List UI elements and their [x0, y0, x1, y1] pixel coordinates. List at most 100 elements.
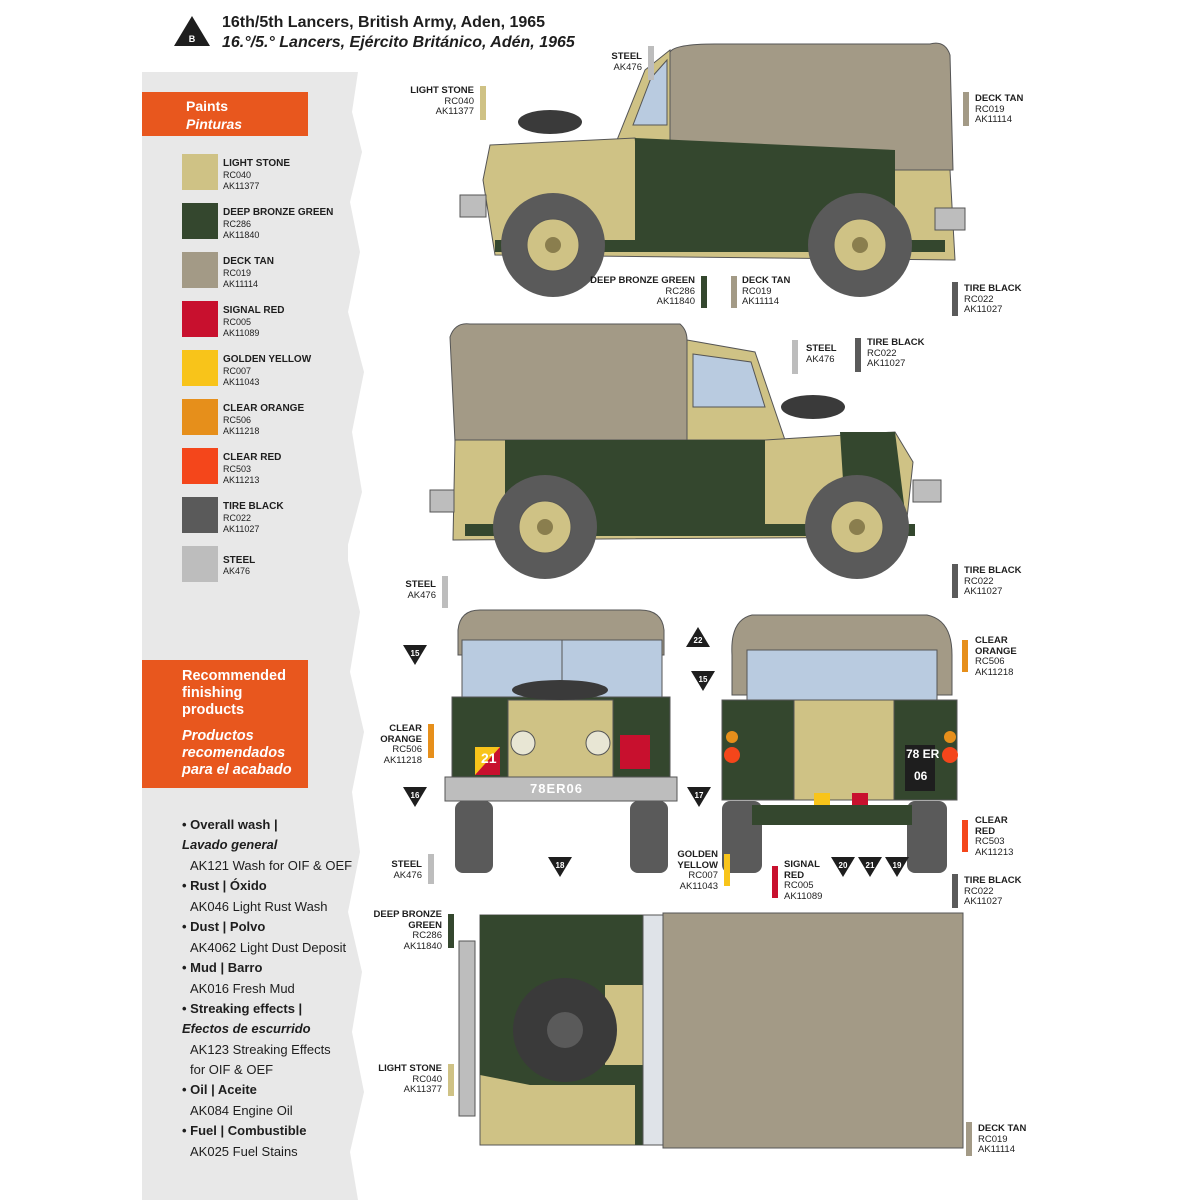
- rear-plate-line1: 78 ER: [906, 747, 940, 761]
- decal-marker-number: 20: [839, 861, 848, 870]
- paint-ak: AK11840: [223, 230, 260, 240]
- decal-marker: 16: [403, 787, 427, 807]
- decal-marker: 17: [687, 787, 711, 807]
- decal-marker: 15: [691, 671, 715, 691]
- marking-b-badge: B: [174, 16, 210, 46]
- finishing-line: AK025 Fuel Stains: [190, 1144, 298, 1159]
- callout-golden-yellow: GOLDEN YELLOW RC007 AK11043: [677, 849, 718, 892]
- paint-rc: RC005: [223, 317, 252, 327]
- paint-swatch: [182, 203, 218, 239]
- finishing-line: AK046 Light Rust Wash: [190, 899, 328, 914]
- paint-ak: AK11218: [223, 426, 260, 436]
- decal-marker: 22: [686, 627, 710, 647]
- finishing-title-es: Productos recomendados para el acabado: [182, 728, 292, 778]
- callout-signal-red: SIGNAL RED RC005 AK11089: [784, 859, 823, 902]
- decal-marker-number: 22: [694, 636, 703, 645]
- decal-marker: 15: [403, 645, 427, 665]
- paint-rc: RC019: [223, 268, 252, 278]
- finishing-line: • Streaking effects |: [182, 1001, 303, 1016]
- callout-deep-bronze-green: DEEP BRONZE GREEN RC286 AK11840: [373, 909, 442, 952]
- color-bar: [772, 866, 778, 898]
- paint-ak: AK11213: [223, 475, 260, 485]
- finishing-line: for OIF & OEF: [190, 1062, 274, 1077]
- front-unit-number: 21: [481, 750, 497, 766]
- decal-marker-number: 15: [411, 649, 420, 658]
- paint-ak: AK11114: [223, 279, 259, 289]
- vehicle-side-view-left: [459, 42, 966, 297]
- finishing-line: • Overall wash |: [182, 817, 278, 832]
- torn-edge-decoration: [340, 72, 364, 1200]
- paint-swatch: [182, 497, 218, 533]
- callout-tire-black: TIRE BLACK RC022 AK11027: [964, 875, 1022, 907]
- front-plate-text: 78ER06: [530, 781, 583, 796]
- callout-light-stone: LIGHT STONE RC040 AK11377: [410, 85, 474, 117]
- paint-rc: RC007: [223, 366, 252, 376]
- paint-name: CLEAR ORANGE: [223, 403, 305, 414]
- vehicle-front-view: [444, 609, 678, 873]
- color-bar: [962, 640, 968, 672]
- paint-name: DEEP BRONZE GREEN: [223, 207, 334, 218]
- paint-name: CLEAR RED: [223, 452, 282, 463]
- callout-clear-red: CLEAR RED RC503 AK11213: [975, 815, 1014, 858]
- finishing-line: AK016 Fresh Mud: [190, 981, 295, 996]
- paint-swatch: [182, 448, 218, 484]
- paint-swatch: [182, 252, 218, 288]
- color-bar: [952, 874, 958, 908]
- paint-name: SIGNAL RED: [223, 305, 285, 316]
- finishing-header: Recommended finishing products Productos…: [142, 660, 308, 788]
- callout-deck-tan: DECK TAN RC019 AK11114: [742, 275, 791, 307]
- finishing-line: • Rust | Óxido: [182, 878, 267, 893]
- paint-rc: RC506: [223, 415, 252, 425]
- color-bar: [952, 282, 958, 316]
- paint-rc: RC503: [223, 464, 252, 474]
- color-bar: [701, 276, 707, 308]
- paint-ak: AK11377: [223, 181, 260, 191]
- callout-clear-orange: CLEAR ORANGE RC506 AK11218: [975, 635, 1017, 678]
- callout-deck-tan: DECK TAN RC019 AK11114: [975, 93, 1024, 125]
- rear-plate-line2: 06: [914, 769, 928, 783]
- color-bar: [952, 564, 958, 598]
- paint-swatch: [182, 399, 218, 435]
- callout-steel: STEEL AK476: [391, 859, 422, 881]
- finishing-line: Lavado general: [182, 837, 278, 852]
- decal-marker: 18: [548, 857, 572, 877]
- finishing-line: • Dust | Polvo: [182, 919, 266, 934]
- color-bar: [428, 724, 434, 758]
- paint-name: TIRE BLACK: [223, 501, 284, 512]
- paint-name: STEEL: [223, 555, 256, 566]
- color-bar: [963, 92, 969, 126]
- paint-name: GOLDEN YELLOW: [223, 354, 312, 365]
- vehicle-top-view: [458, 912, 964, 1149]
- finishing-line: AK4062 Light Dust Deposit: [190, 940, 347, 955]
- paint-ak: AK476: [223, 566, 251, 576]
- finishing-line: • Mud | Barro: [182, 960, 263, 975]
- decal-marker-number: 16: [411, 791, 420, 800]
- page-subtitle: 16.°/5.° Lancers, Ejército Británico, Ad…: [222, 34, 575, 51]
- paint-name: DECK TAN: [223, 256, 274, 267]
- callout-tire-black: TIRE BLACK RC022 AK11027: [867, 337, 925, 369]
- color-bar: [448, 914, 454, 948]
- color-bar: [480, 86, 486, 120]
- paint-swatch: [182, 546, 218, 582]
- paint-ak: AK11043: [223, 377, 260, 387]
- finishing-line: • Fuel | Combustible: [182, 1123, 307, 1138]
- paint-rc: RC040: [223, 170, 252, 180]
- finishing-line: • Oil | Aceite: [182, 1082, 257, 1097]
- paint-ak: AK11027: [223, 524, 260, 534]
- callout-light-stone: LIGHT STONE RC040 AK11377: [378, 1063, 442, 1095]
- finishing-line: AK084 Engine Oil: [190, 1103, 293, 1118]
- color-bar: [731, 276, 737, 308]
- decal-marker: 20: [831, 857, 855, 877]
- vehicle-side-view-right: [429, 323, 942, 579]
- color-bar: [442, 576, 448, 608]
- color-bar: [648, 46, 654, 80]
- finishing-title: Recommended finishing products: [182, 668, 286, 718]
- badge-letter: B: [189, 34, 196, 44]
- color-bar: [428, 854, 434, 884]
- finishing-line: AK123 Streaking Effects: [190, 1042, 331, 1057]
- callout-tire-black: TIRE BLACK RC022 AK11027: [964, 565, 1022, 597]
- paint-swatch: [182, 350, 218, 386]
- callout-tire-black: TIRE BLACK RC022 AK11027: [964, 283, 1022, 315]
- callout-clear-orange: CLEAR ORANGE RC506 AK11218: [380, 723, 422, 766]
- paint-swatch: [182, 301, 218, 337]
